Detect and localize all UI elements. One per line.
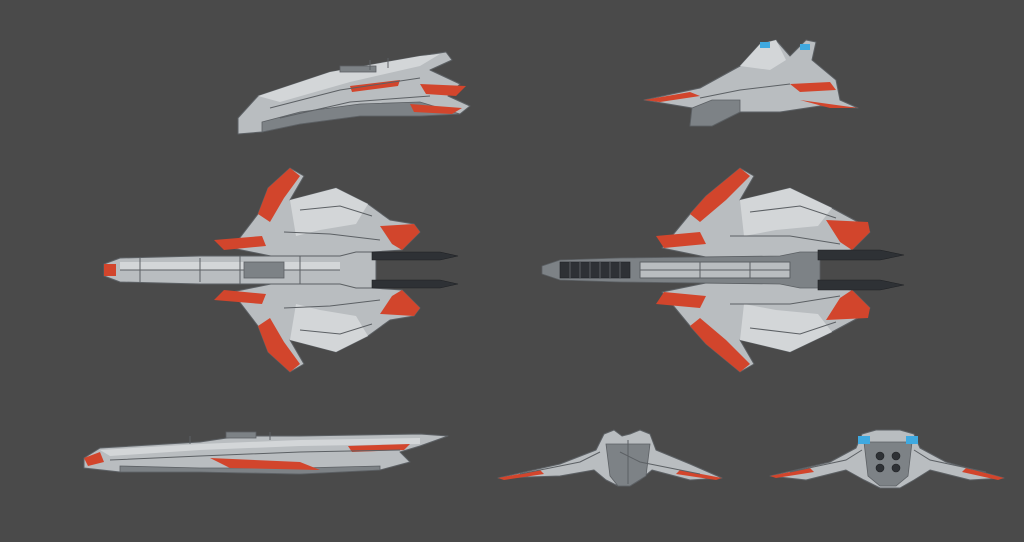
bottom-view [541,167,905,373]
perspective-view-left [237,51,471,135]
front-view [497,429,723,487]
top-view [103,167,459,373]
side-view [83,431,449,475]
perspective-view-right [643,39,859,127]
rear-view [769,429,1005,489]
